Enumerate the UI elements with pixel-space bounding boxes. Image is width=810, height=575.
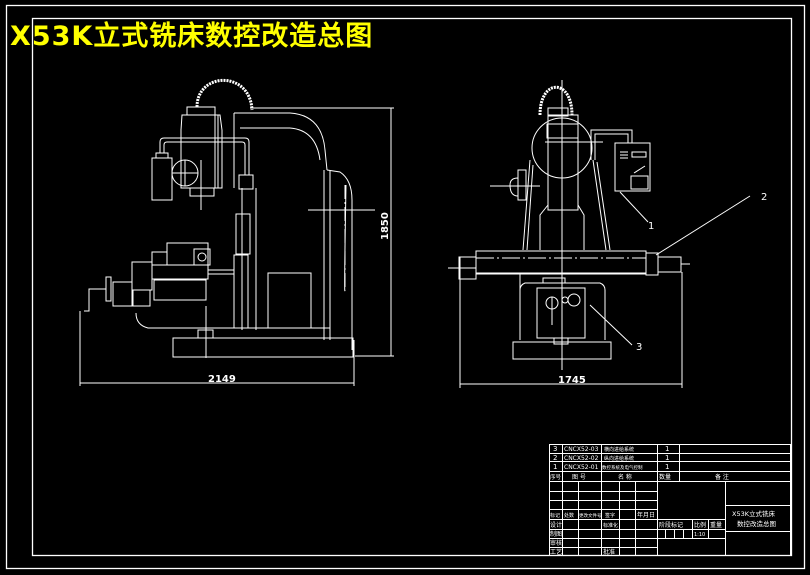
part-row-1-qty: 1 xyxy=(665,463,669,471)
role-design: 设计 xyxy=(550,521,562,529)
scale-label: 比例 xyxy=(694,521,706,529)
part-row-3-no: 3 xyxy=(553,445,557,453)
front-view xyxy=(448,80,751,388)
standardization: 标准化 xyxy=(603,522,618,529)
callout-2: 2 xyxy=(761,192,767,203)
part-row-3-code: CNCX52-03 xyxy=(564,446,599,453)
part-row-1-code: CNCX52-01 xyxy=(564,464,599,471)
header-qty: 数量 xyxy=(659,473,671,481)
part-row-1-name: 数控系统及电气控制 xyxy=(602,464,643,471)
stage-label: 阶段标记 xyxy=(659,521,683,529)
rev-doc: 更改文件号 xyxy=(579,512,602,519)
part-row-2-no: 2 xyxy=(553,454,557,462)
header-name: 名 称 xyxy=(618,473,632,481)
callout-1: 1 xyxy=(648,221,654,232)
role-draw: 制图 xyxy=(550,530,562,538)
front-width-dimension: 1745 xyxy=(558,375,586,386)
header-no: 序号 xyxy=(550,473,562,481)
part-row-1-no: 1 xyxy=(553,463,557,471)
scale-value: 1:10 xyxy=(694,532,705,538)
title-block xyxy=(549,444,791,556)
approve: 批准 xyxy=(603,548,615,556)
header-remark: 备 注 xyxy=(715,473,729,481)
drawing-title: X53K立式铣床数控改造总图 xyxy=(10,21,374,52)
callout-3: 3 xyxy=(636,342,642,353)
side-height-dimension: 1850 xyxy=(380,212,391,240)
inner-border xyxy=(31,17,793,557)
part-row-2-qty: 1 xyxy=(665,454,669,462)
part-row-2-code: CNCX52-02 xyxy=(564,455,599,462)
side-width-dimension: 2149 xyxy=(208,374,236,385)
weight-label: 重量 xyxy=(710,521,722,529)
rev-mark: 标记 xyxy=(550,512,560,519)
rev-count: 处数 xyxy=(564,512,574,519)
drawing-name-line1: X53K立式铣床 xyxy=(732,509,775,518)
role-review: 审核 xyxy=(550,539,562,547)
role-process: 工艺 xyxy=(550,548,562,556)
side-view xyxy=(79,78,394,386)
header-code: 图 号 xyxy=(572,474,586,481)
drawing-name-line2: 数控改造总图 xyxy=(737,519,776,528)
part-row-3-qty: 1 xyxy=(665,445,669,453)
rev-sign: 签字 xyxy=(605,512,615,519)
part-row-3-name: 横向进给系统 xyxy=(604,446,634,453)
part-row-2-name: 纵向进给系统 xyxy=(604,455,634,462)
rev-date: 年月日 xyxy=(637,511,655,519)
outer-border xyxy=(5,4,806,570)
